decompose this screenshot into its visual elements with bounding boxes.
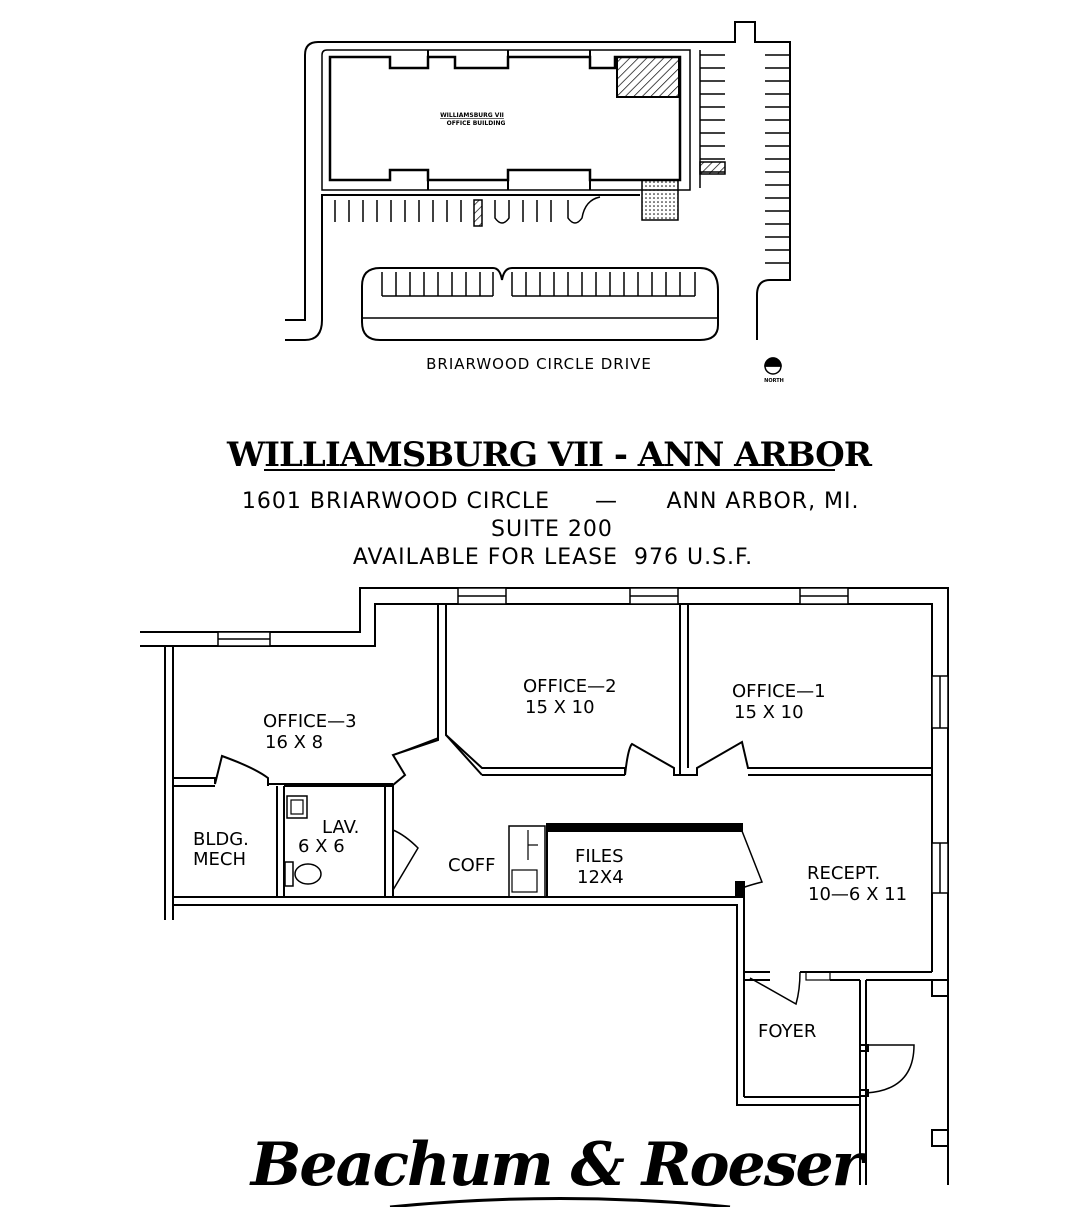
mech-label-line2: MECH	[193, 849, 246, 870]
door-foyer	[749, 971, 801, 1006]
address-street: 1601 BRIARWOOD CIRCLE	[242, 489, 550, 514]
toilet-icon	[294, 863, 322, 885]
address-city: ANN ARBOR, MI.	[666, 489, 859, 514]
door-office3	[392, 737, 439, 756]
east-parking-stalls	[699, 50, 790, 264]
lav-sink-icon	[286, 795, 308, 819]
foyer-label: FOYER	[758, 1021, 816, 1042]
files-shelving	[546, 823, 743, 832]
exterior-wall-inner	[140, 603, 933, 972]
page-title: WILLIAMSBURG VII - ANN ARBOR	[226, 435, 873, 475]
coffee-label: COFF	[448, 855, 495, 876]
windows	[217, 587, 949, 894]
north-label: NORTH	[764, 378, 784, 384]
office1-name: OFFICE—1	[732, 681, 826, 702]
south-parking-island	[361, 267, 719, 341]
room-labels: OFFICE—3 16 X 8 OFFICE—2 15 X 10 OFFICE—…	[193, 676, 907, 1042]
north-parking-stalls	[334, 196, 601, 227]
street-label: BRIARWOOD CIRCLE DRIVE	[426, 355, 652, 373]
exterior-wall-outer	[140, 587, 949, 1185]
recept-name: RECEPT.	[807, 863, 880, 884]
suite-number: SUITE 200	[491, 517, 613, 542]
files-size: 12X4	[577, 867, 624, 888]
lav-name: LAV.	[322, 817, 359, 838]
office1-size: 15 X 10	[734, 702, 804, 723]
coffee-counter	[508, 825, 546, 898]
door-entry	[865, 1044, 915, 1094]
files-name: FILES	[575, 846, 624, 867]
south-parking-stalls	[381, 272, 696, 297]
door-files	[741, 830, 764, 889]
parking-lot-outline	[285, 21, 791, 340]
office3-name: OFFICE—3	[263, 711, 357, 732]
floor-plan	[140, 587, 949, 1185]
office3-size: 16 X 8	[265, 732, 323, 753]
north-arrow-icon	[764, 357, 782, 375]
entry-plaza	[641, 179, 679, 221]
office2-name: OFFICE—2	[523, 676, 617, 697]
site-plan	[285, 21, 791, 375]
building-label-line2: OFFICE BUILDING	[447, 120, 506, 127]
recept-size: 10—6 X 11	[808, 884, 907, 905]
availability-text: AVAILABLE FOR LEASE 976 U.S.F.	[353, 545, 753, 570]
building-label-line1: WILLIAMSBURG VII	[440, 112, 504, 119]
office2-size: 15 X 10	[525, 697, 595, 718]
address-dash: —	[595, 489, 617, 514]
lav-size: 6 X 6	[298, 836, 345, 857]
hatched-suite	[616, 56, 680, 98]
door-lav	[392, 829, 419, 891]
brand-wordmark: Beachum & Roeser	[249, 1130, 868, 1200]
mech-label-line1: BLDG.	[193, 829, 249, 850]
company-logo: Beachum & Roeser	[249, 1130, 870, 1207]
